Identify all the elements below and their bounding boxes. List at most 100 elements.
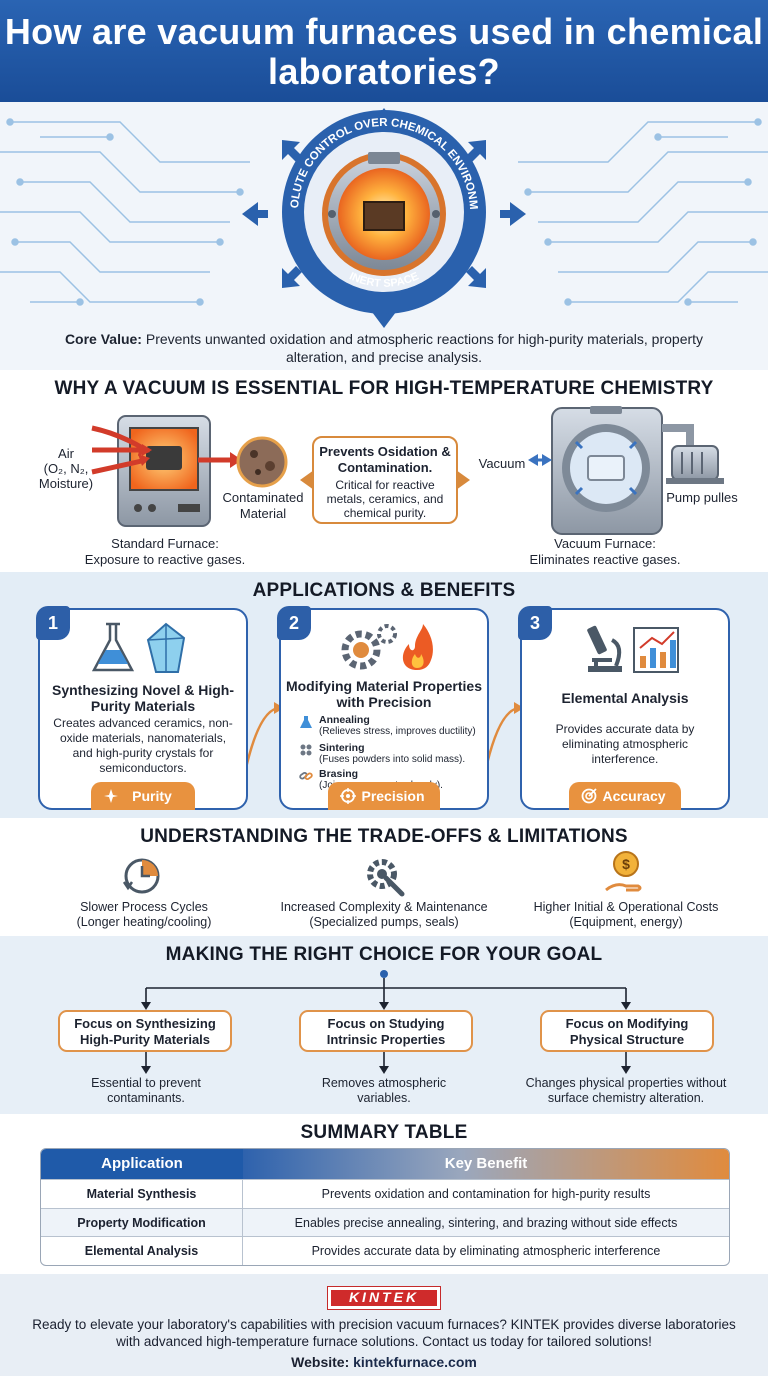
focus-structure-box: Focus on Modifying Physical Structure: [540, 1010, 714, 1052]
annealing-desc: (Relieves stress, improves ductility): [319, 726, 476, 737]
table-cell: Property Modification: [41, 1208, 243, 1236]
card-desc: Creates advanced ceramics, non-oxide mat…: [53, 716, 233, 775]
card-number: 3: [518, 606, 552, 640]
target-icon: [340, 788, 356, 804]
core-value-desc: Prevents unwanted oxidation and atmosphe…: [145, 331, 704, 365]
table-row: Property Modification Enables precise an…: [41, 1207, 729, 1236]
logo-text: KINTEK: [331, 1290, 437, 1306]
contaminated-label: Contaminated Material: [218, 490, 308, 522]
bullseye-icon: [581, 788, 597, 804]
footer-text: Ready to elevate your laboratory's capab…: [32, 1317, 736, 1349]
summary-section: SUMMARY TABLE Application Key Benefit Ma…: [0, 1114, 768, 1274]
vacuum-furnace-icon: [551, 406, 663, 535]
badge-label: Purity: [132, 788, 172, 804]
hero-section: ABSOLUTE CONTROL OVER CHEMICAL ENVIRONME…: [0, 102, 768, 370]
badge-label: Precision: [361, 788, 425, 804]
why-vacuum-section: WHY A VACUUM IS ESSENTIAL FOR HIGH-TEMPE…: [0, 370, 768, 572]
callout-pointer-left: [300, 470, 314, 490]
hero-illustration: ABSOLUTE CONTROL OVER CHEMICAL ENVIRONME…: [0, 102, 768, 328]
card-number: 1: [36, 606, 70, 640]
header-banner: How are vacuum furnaces used in chemical…: [0, 0, 768, 102]
contaminated-line1: Contaminated: [222, 490, 304, 505]
purity-badge: Purity: [91, 782, 195, 810]
app-card-synthesis: 1 Synthesizing Novel & High-Purity Mater…: [36, 606, 248, 810]
microscope-chart-icon: [587, 625, 679, 673]
circuit-lines-right-icon: [518, 118, 768, 306]
pump-label: Pump pulles: [666, 490, 738, 505]
website-label: Website:: [291, 1354, 350, 1370]
svg-text:$: $: [622, 856, 630, 872]
page-title: How are vacuum furnaces used in chemical…: [4, 11, 764, 92]
card-title: Elemental Analysis: [561, 690, 689, 706]
tradeoff-line2: (Longer heating/cooling): [76, 915, 212, 929]
standard-furnace-title: Standard Furnace:: [111, 536, 219, 551]
tradeoff-costs: Higher Initial & Operational Costs (Equi…: [516, 900, 736, 930]
furnace-port-icon: [322, 152, 446, 276]
vacuum-furnace-caption: Vacuum Furnace: Eliminates reactive gase…: [500, 536, 710, 568]
tradeoff-slower: Slower Process Cycles (Longer heating/co…: [50, 900, 238, 930]
furnace-comparison-illustration: [91, 406, 724, 535]
choice-section: MAKING THE RIGHT CHOICE FOR YOUR GOAL Fo…: [0, 936, 768, 1114]
tradeoff-line1: Higher Initial & Operational Costs: [533, 900, 719, 914]
table-cell: Elemental Analysis: [41, 1237, 243, 1265]
vacuum-label: Vacuum: [478, 456, 526, 471]
pump-icon: [662, 424, 724, 484]
tradeoff-line1: Increased Complexity & Maintenance: [280, 900, 488, 914]
table-cell: Provides accurate data by eliminating at…: [311, 1244, 661, 1258]
circuit-lines-left-icon: [0, 118, 250, 306]
table-cell: Enables precise annealing, sintering, an…: [294, 1215, 678, 1230]
table-row: Material Synthesis Prevents oxidation an…: [41, 1179, 729, 1208]
summary-table: Application Key Benefit Material Synthes…: [40, 1148, 730, 1266]
contaminated-material-icon: [236, 436, 288, 488]
table-header: Application Key Benefit: [41, 1149, 729, 1179]
sintering-desc: (Fuses powders into solid mass).: [319, 754, 466, 765]
tradeoffs-title: UNDERSTANDING THE TRADE-OFFS & LIMITATIO…: [140, 826, 628, 847]
tradeoff-complexity: Increased Complexity & Maintenance (Spec…: [262, 900, 506, 930]
standard-furnace-icon: [117, 415, 211, 527]
why-section-title: WHY A VACUUM IS ESSENTIAL FOR HIGH-TEMPE…: [54, 378, 714, 399]
callout-desc: Critical for reactive metals, ceramics, …: [326, 478, 444, 520]
flask-icon: [300, 716, 312, 728]
choice-tree-lines: [141, 970, 631, 1074]
focus-intrinsic-box: Focus on Studying Intrinsic Properties: [299, 1010, 473, 1052]
focus-synthesis-box: Focus on Synthesizing High-Purity Materi…: [58, 1010, 232, 1052]
applications-section: APPLICATIONS & BENEFITS 1 Synthesizing N…: [0, 572, 768, 818]
header-key-benefit: Key Benefit: [243, 1149, 729, 1179]
outward-arrows-icon: [242, 108, 526, 328]
gear-wrench-icon: [367, 859, 405, 897]
standard-furnace-desc: Exposure to reactive gases.: [84, 552, 246, 567]
website-link[interactable]: kintekfurnace.com: [353, 1354, 477, 1370]
air-label: Air (O₂, N₂, Moisture): [26, 446, 106, 491]
table-cell: Prevents oxidation and contamination for…: [321, 1187, 651, 1201]
summary-title: SUMMARY TABLE: [300, 1122, 468, 1143]
tradeoff-line2: (Specialized pumps, seals): [309, 915, 459, 929]
badge-label: Accuracy: [602, 788, 666, 804]
air-label-line3: Moisture): [38, 476, 94, 491]
table-cell: Material Synthesis: [41, 1180, 243, 1208]
vacuum-furnace-desc: Eliminates reactive gases.: [529, 552, 681, 567]
annealing-title: Annealing: [319, 714, 370, 726]
tradeoff-line2: (Equipment, energy): [569, 915, 683, 929]
card-number: 2: [277, 606, 311, 640]
sintering-item: Sintering (Fuses powders into solid mass…: [300, 742, 479, 766]
brasing-title: Brasing: [319, 768, 359, 780]
tradeoff-line1: Slower Process Cycles: [80, 900, 208, 914]
contaminated-line2: Material: [239, 506, 287, 521]
focus-structure-desc: Changes physical properties without surf…: [525, 1076, 727, 1105]
apps-section-title: APPLICATIONS & BENEFITS: [252, 580, 516, 601]
footer: KINTEK Ready to elevate your laboratory'…: [0, 1274, 768, 1376]
sintering-title: Sintering: [319, 742, 365, 754]
annealing-item: Annealing (Relieves stress, improves duc…: [300, 714, 479, 738]
table-row: Elemental Analysis Provides accurate dat…: [41, 1236, 729, 1265]
clock-cycle-icon: [122, 858, 160, 894]
tradeoffs-section: UNDERSTANDING THE TRADE-OFFS & LIMITATIO…: [0, 818, 768, 936]
callout-title: Prevents Osidation & Contamination.: [319, 444, 451, 475]
purity-icon: [104, 789, 118, 803]
accuracy-badge: Accuracy: [569, 782, 681, 810]
app-card-modification: 2 Modifying Material Properties with Pre…: [277, 606, 489, 810]
gears-flame-icon: [341, 624, 433, 670]
card-desc: Provides accurate data by eliminating at…: [555, 722, 695, 766]
oxidation-callout: Prevents Osidation & Contamination. Crit…: [312, 436, 458, 524]
kintek-logo: KINTEK: [327, 1286, 441, 1310]
standard-furnace-caption: Standard Furnace: Exposure to reactive g…: [70, 536, 260, 568]
